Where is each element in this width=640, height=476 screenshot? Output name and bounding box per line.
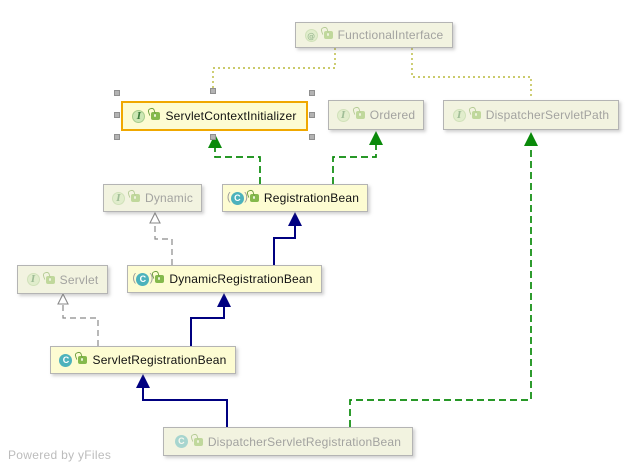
selection-handle[interactable] — [309, 112, 315, 118]
edge-implements-registrationbean-servletcontextinitializer — [214, 148, 261, 184]
node-dynamic-registration-bean[interactable]: C DynamicRegistrationBean — [127, 265, 322, 293]
node-dynamic[interactable]: I Dynamic — [103, 184, 202, 212]
selection-handle[interactable] — [210, 134, 216, 140]
yfiles-watermark: Powered by yFiles — [8, 448, 112, 462]
node-registration-bean[interactable]: C RegistrationBean — [222, 184, 368, 212]
edge-extends-servletregistrationbean-dynamicregistrationbean — [190, 307, 225, 346]
lock-icon — [78, 356, 88, 364]
lock-icon — [45, 275, 55, 284]
node-label: DispatcherServletRegistrationBean — [207, 434, 402, 449]
selection-handle[interactable] — [309, 90, 315, 96]
lock-icon — [151, 112, 161, 120]
selection-handle[interactable] — [114, 112, 120, 118]
selection-handle[interactable] — [210, 88, 216, 94]
node-dispatcher-servlet-registration-bean[interactable]: C DispatcherServletRegistrationBean — [163, 427, 413, 456]
arrowhead-implements — [369, 131, 383, 145]
edge-extends-dynamicregistrationbean-registrationbean — [273, 226, 296, 265]
node-dispatcher-servlet-path[interactable]: I DispatcherServletPath — [443, 100, 619, 130]
interface-icon: I — [452, 108, 466, 122]
node-label: DynamicRegistrationBean — [169, 272, 313, 286]
lock-icon — [193, 437, 203, 446]
arrowhead-extends — [217, 293, 231, 307]
annotation-icon: @ — [304, 28, 318, 42]
node-label: ServletContextInitializer — [165, 109, 297, 123]
class-icon: C — [174, 435, 188, 448]
edge-dependency-servletregistrationbean-servlet — [62, 304, 99, 346]
lock-icon — [471, 111, 481, 119]
edge-extends-dispatcherservletregistrationbean-servletregistrationbean — [142, 388, 228, 427]
lock-icon — [355, 111, 365, 119]
lock-icon — [155, 275, 165, 283]
interface-icon: I — [111, 191, 125, 205]
node-label: ServletRegistrationBean — [92, 353, 227, 367]
lock-icon — [249, 194, 259, 202]
selection-handle[interactable] — [114, 90, 120, 96]
edge-annotated-dispatcherservletpath-functionalinterface — [411, 48, 532, 99]
node-label: Ordered — [369, 108, 416, 122]
arrowhead-implements — [524, 132, 538, 146]
node-label: RegistrationBean — [263, 191, 360, 205]
edge-dependency-dynamicregistrationbean-dynamic — [154, 223, 173, 265]
node-servlet[interactable]: I Servlet — [17, 265, 108, 294]
node-label: Dynamic — [144, 191, 194, 205]
lock-icon — [323, 31, 333, 39]
arrowhead-dependency — [57, 292, 69, 305]
abstract-class-icon: C — [132, 272, 153, 286]
node-label: FunctionalInterface — [337, 28, 444, 42]
node-servlet-registration-bean[interactable]: C ServletRegistrationBean — [50, 346, 236, 374]
arrowhead-extends — [288, 212, 302, 226]
interface-icon: I — [26, 273, 40, 286]
node-ordered[interactable]: I Ordered — [328, 100, 424, 130]
edge-implements-registrationbean-ordered — [332, 145, 377, 184]
arrowhead-extends — [136, 374, 150, 388]
abstract-class-icon: C — [227, 191, 248, 205]
node-label: Servlet — [59, 272, 99, 287]
edge-implements-dispatcherservletregistrationbean-dispatcherservletpath — [349, 146, 532, 427]
edge-annotated-servletcontextinitializer-functionalinterface — [212, 48, 336, 88]
lock-icon — [130, 194, 140, 202]
interface-icon: I — [132, 109, 146, 123]
interface-icon: I — [336, 108, 350, 122]
node-servlet-context-initializer[interactable]: I ServletContextInitializer — [121, 101, 308, 131]
selection-handle[interactable] — [114, 134, 120, 140]
class-icon: C — [59, 353, 73, 367]
node-functional-interface[interactable]: @ FunctionalInterface — [295, 22, 453, 48]
selection-handle[interactable] — [309, 134, 315, 140]
arrowhead-dependency — [149, 211, 161, 224]
node-label: DispatcherServletPath — [485, 108, 610, 122]
